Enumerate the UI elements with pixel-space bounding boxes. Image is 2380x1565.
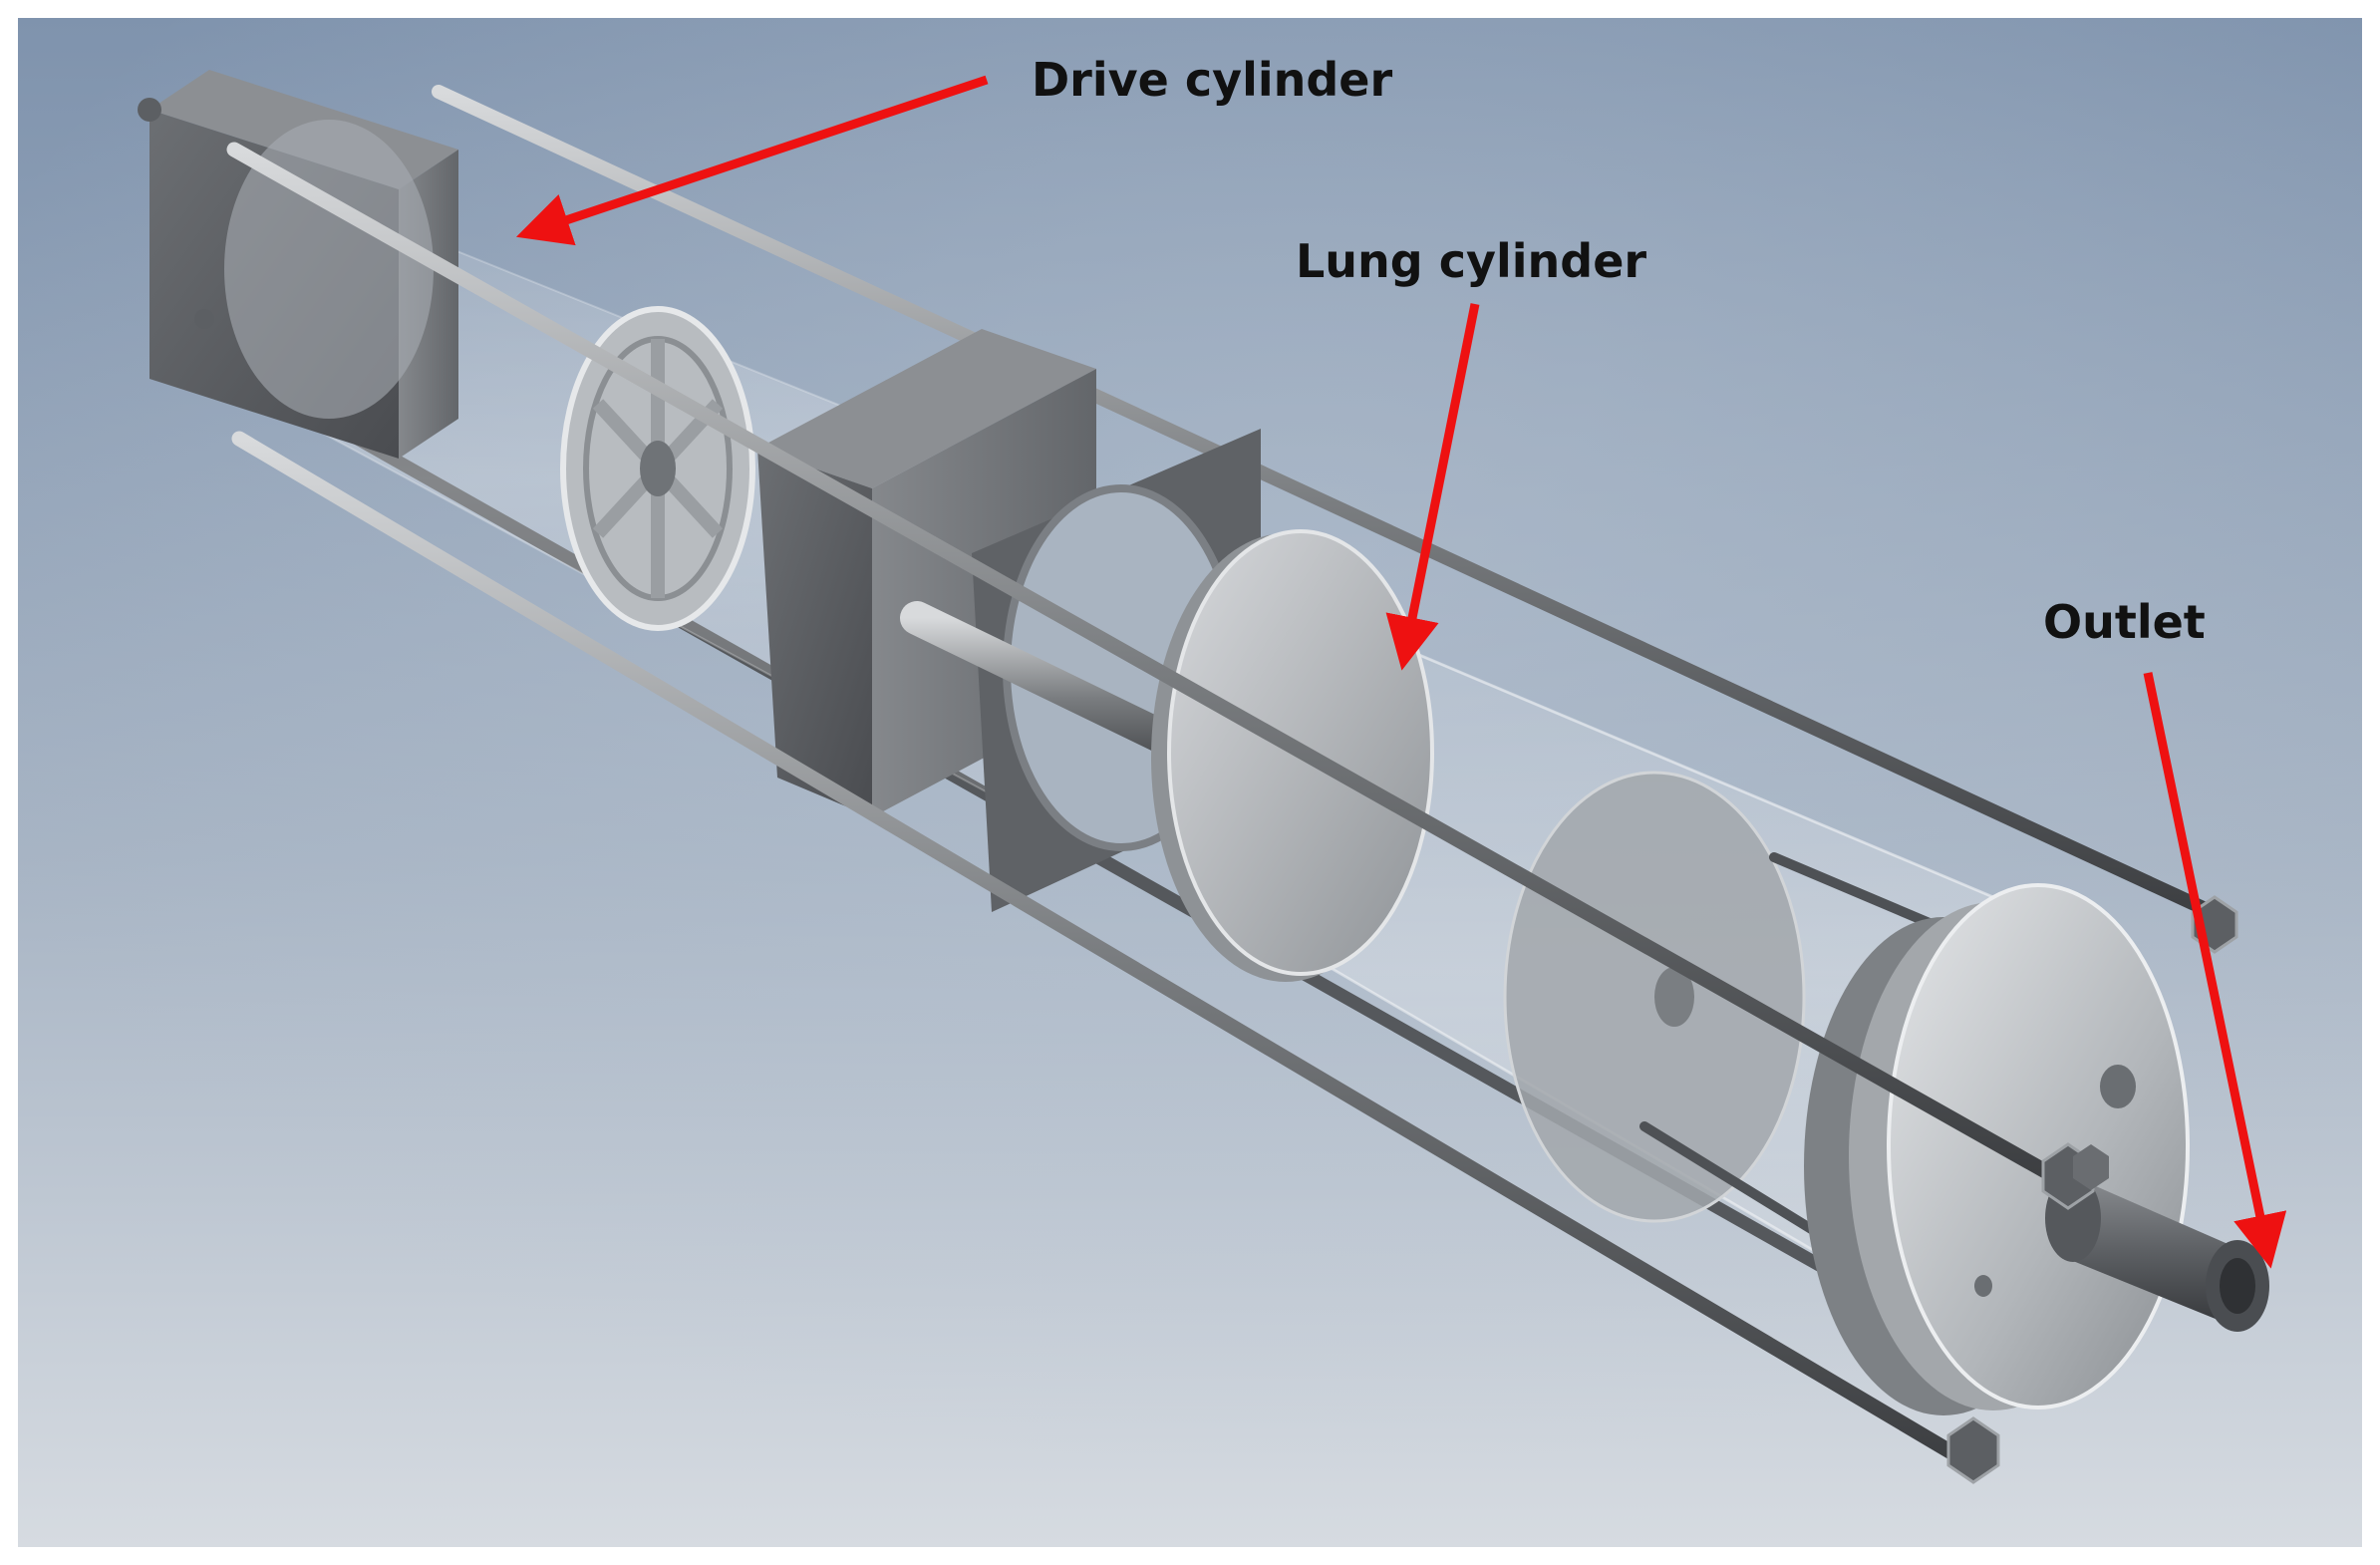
front-tie-rods [226,142,2071,1473]
outlet-arrow [2143,672,2287,1269]
lung-cylinder-arrow [1385,303,1480,671]
drive-cylinder-end-block [149,70,458,459]
outlet-label: Outlet [2043,595,2206,649]
drive-cylinder-label: Drive cylinder [1032,53,1392,107]
internal-divider-disc [1503,771,1806,1223]
drive-cylinder-arrow [515,75,989,246]
end-flange [1804,883,2190,1415]
lung-cylinder-label: Lung cylinder [1296,234,1646,288]
lung-piston-disc [1151,529,1434,982]
callout-arrows [515,75,2287,1269]
